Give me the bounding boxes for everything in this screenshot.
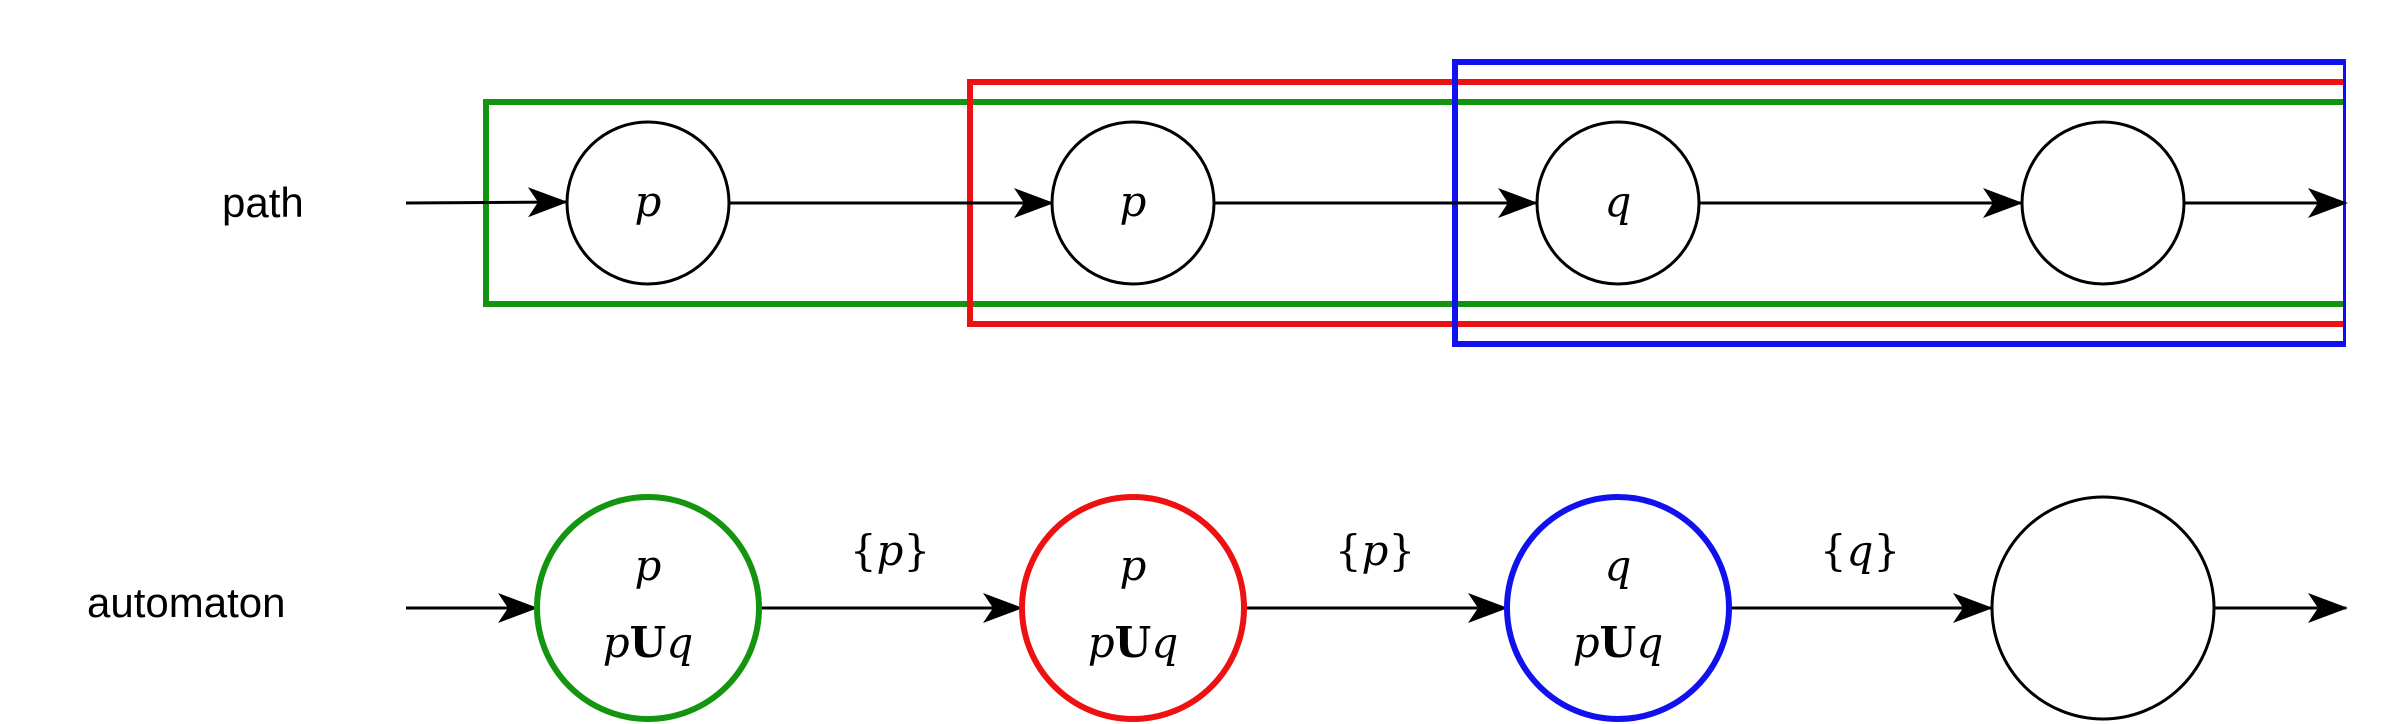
path-state-prop: q [1605,177,1632,226]
automaton-state-formula: pUq [1573,618,1663,667]
automaton-state-1: p pUq [1019,494,1247,722]
automaton-state-circle [1990,495,2216,721]
automaton-row: {p} {p} {q} p pUq p pUq q pUq [406,494,2348,722]
right-edge-mask [2346,40,2400,360]
automaton-state-formula: pUq [1088,618,1178,667]
automaton-state-circle [1019,494,1247,722]
automaton-row-label: automaton [87,579,285,626]
path-state-prop: p [1120,177,1147,226]
automaton-state-prop: p [635,541,662,590]
path-state-3 [2020,120,2186,286]
automaton-edge-label: {p} [850,526,930,575]
automaton-edge-label: {p} [1335,526,1415,575]
path-row: p p q [405,40,2400,360]
path-state-1: p [1050,120,1216,286]
automaton-state-circle [534,494,762,722]
automaton-state-prop: p [1120,541,1147,590]
path-state-circle [1535,120,1701,286]
automaton-state-prop: q [1605,541,1632,590]
automaton-state-formula: pUq [603,618,693,667]
path-state-circle [1050,120,1216,286]
path-state-circle [2020,120,2186,286]
automaton-edge-label: {q} [1820,526,1900,575]
path-state-circle [565,120,731,286]
path-state-0: p [565,120,731,286]
automaton-state-2: q pUq [1504,494,1732,722]
path-edge-initial [405,187,568,218]
automaton-state-circle [1504,494,1732,722]
automaton-state-0: p pUq [534,494,762,722]
path-state-2: q [1535,120,1701,286]
path-state-prop: p [635,177,662,226]
automaton-state-3 [1990,495,2216,721]
path-row-label: path [222,179,304,226]
